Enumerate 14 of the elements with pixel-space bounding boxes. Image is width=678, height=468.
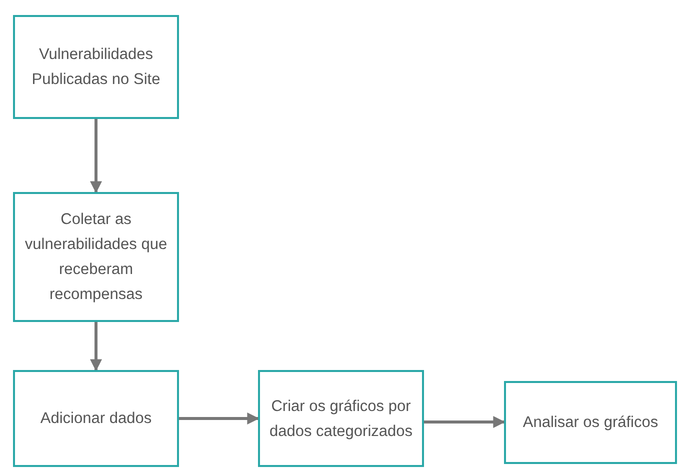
process-box [13,15,179,119]
process-box [13,192,179,322]
arrow [90,119,102,194]
arrow [90,322,102,372]
box-text: Coletar as vulnerabilidades que receberam recompensas [24,210,168,305]
box-text: Criar os gráficos por dados categorizados [268,396,414,442]
process-box [13,370,179,467]
box-text: Analisar os gráficos [522,413,658,433]
arrow [179,412,260,424]
box-text: Vulnerabilidades Publicadas no Site [30,45,162,90]
box-text: Adicionar dados [40,409,152,429]
arrow [424,416,506,428]
process-box [258,370,424,467]
process-box [504,381,677,464]
